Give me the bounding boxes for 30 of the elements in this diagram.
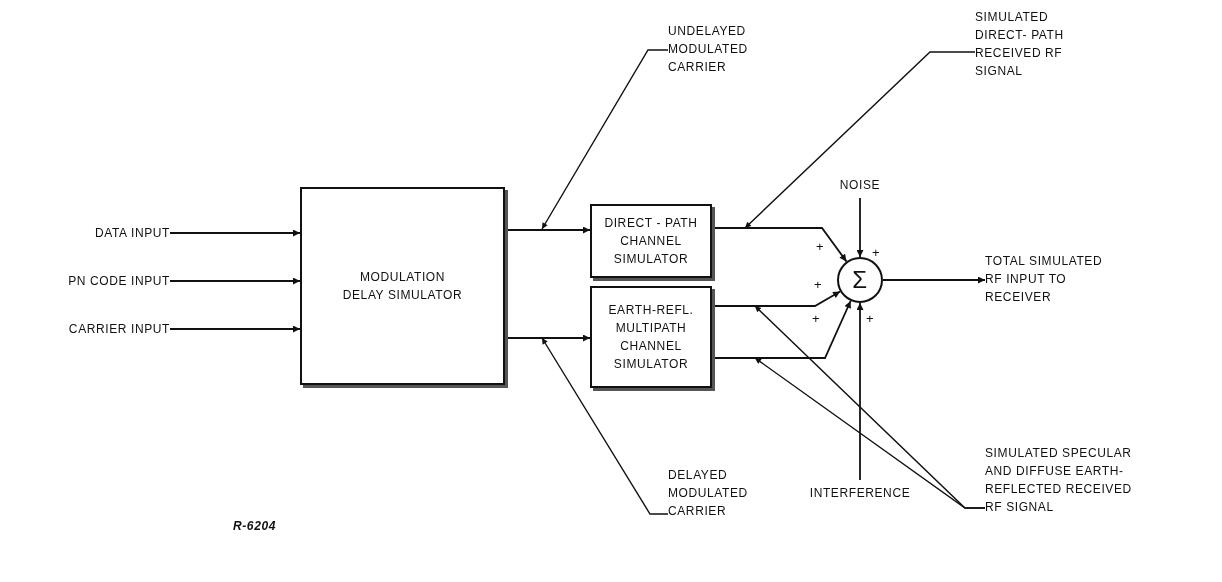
signal-label: NOISE <box>825 172 895 198</box>
arrow <box>169 229 301 237</box>
input-label: PN CODE INPUT <box>0 272 170 290</box>
arrow <box>882 276 986 284</box>
arrow <box>856 302 864 481</box>
plus-sign: + <box>812 312 821 325</box>
process-box: MODULATION DELAY SIMULATOR <box>300 187 505 385</box>
arrow <box>169 277 301 285</box>
summing-junction: Σ <box>837 257 883 303</box>
callout-text: UNDELAYED MODULATED CARRIER <box>668 22 763 76</box>
leader-line <box>744 51 976 229</box>
plus-sign: + <box>816 240 825 253</box>
plus-sign: + <box>814 278 823 291</box>
output-label: TOTAL SIMULATED RF INPUT TO RECEIVER <box>985 252 1115 306</box>
callout-text: SIMULATED DIRECT- PATH RECEIVED RF SIGNAL <box>975 8 1085 80</box>
leader-line <box>541 337 669 515</box>
callout-text: SIMULATED SPECULAR AND DIFFUSE EARTH- REFLECTED RECEIVED RF SIGNAL <box>985 444 1135 516</box>
process-box: EARTH-REFL. MULTIPATH CHANNEL SIMULATOR <box>590 286 712 388</box>
input-label: CARRIER INPUT <box>0 320 170 338</box>
signal-label: INTERFERENCE <box>805 480 915 506</box>
callout-text: DELAYED MODULATED CARRIER <box>668 466 763 520</box>
figure-number: R-6204 <box>233 520 276 533</box>
input-label: DATA INPUT <box>40 224 170 242</box>
plus-sign: + <box>872 246 881 259</box>
leader-line <box>541 49 669 230</box>
arrow <box>856 197 864 258</box>
leader-line <box>754 357 986 509</box>
plus-sign: + <box>866 312 875 325</box>
process-box: DIRECT - PATH CHANNEL SIMULATOR <box>590 204 712 278</box>
arrow <box>169 325 301 333</box>
